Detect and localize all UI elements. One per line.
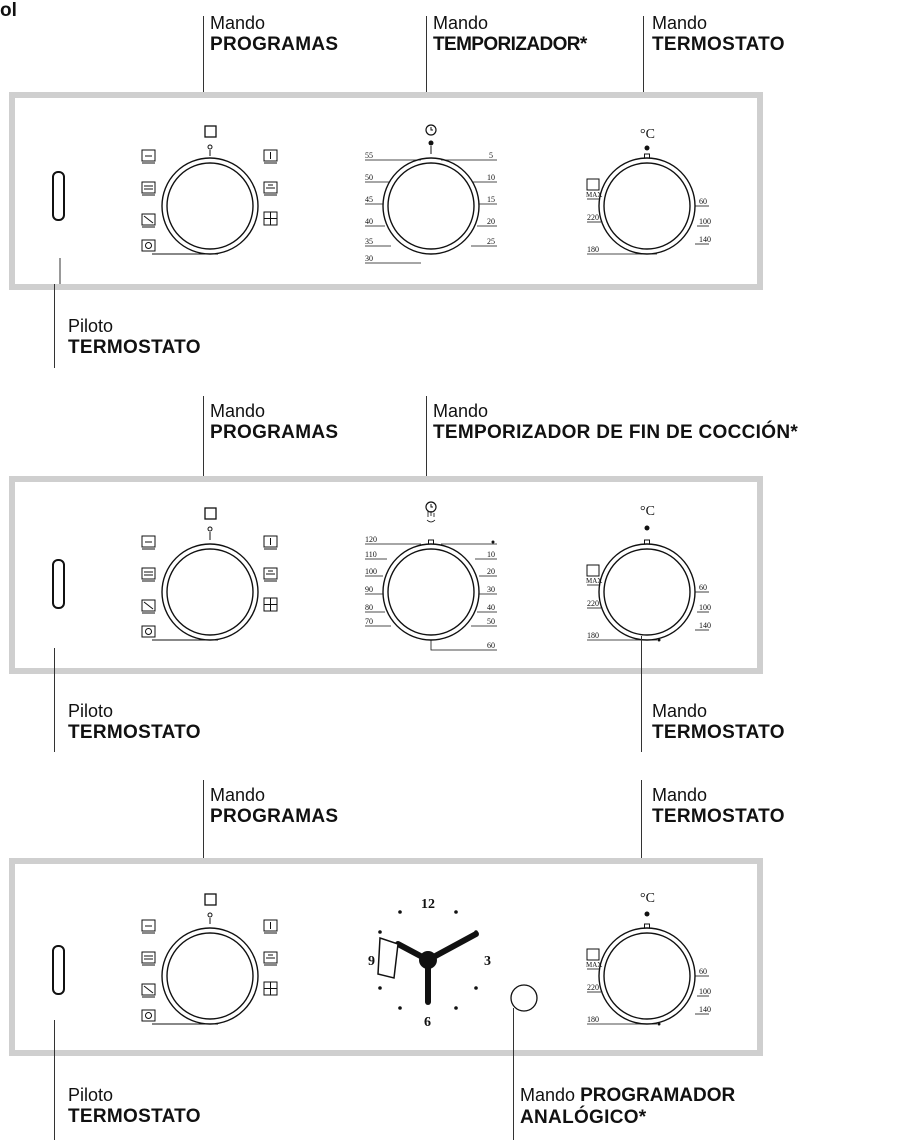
timer-tick-label: 10: [487, 173, 495, 182]
timer-tick-label: 120: [365, 535, 377, 544]
pilot-light: [52, 559, 65, 609]
off-square-icon: [204, 893, 217, 906]
thermostat-tick-label: 180: [587, 631, 599, 640]
thermostat-tick-label: 180: [587, 245, 599, 254]
thermostat-tick-label: 180: [587, 1015, 599, 1024]
off-square-icon: [204, 125, 217, 138]
clock-icon: [425, 124, 437, 136]
leader-line: [203, 16, 204, 104]
clock-number-9: 9: [368, 954, 375, 969]
leader-line: [54, 284, 55, 368]
panel-1-drawing: 55 50 45 40 35 30 5 10 15 20 25 °C: [52, 124, 711, 284]
timer-tick-label: 100: [365, 567, 377, 576]
clock-number-12: 12: [421, 897, 435, 912]
celsius-label: °C: [640, 504, 655, 519]
clock-hand-shield: [377, 936, 399, 979]
thermostat-tick-label: 140: [699, 1005, 711, 1014]
off-square-icon: [204, 507, 217, 520]
thermostat-tick-label: 220: [587, 983, 599, 992]
celsius-label: °C: [640, 891, 655, 906]
thermostat-tick-label: 220: [587, 599, 599, 608]
leader-line: [54, 1020, 55, 1140]
thermostat-tick-label: 140: [699, 235, 711, 244]
thermostat-tick-label: 100: [699, 987, 711, 996]
end-of-cooking-timer-knob: 120 110 100 90 80 70 10 20 30 40 50 60: [365, 501, 497, 651]
timer-tick-label: 80: [365, 603, 373, 612]
timer-tick-label: 5: [489, 151, 493, 160]
timer-tick-label: 50: [365, 173, 373, 182]
timer-tick-label: 10: [487, 550, 495, 559]
thermostat-knob: °C MAX 220 180 60 100 140: [586, 127, 711, 255]
leader-line: [513, 1008, 514, 1140]
programmer-knob: [510, 984, 538, 1012]
clock-number-6: 6: [424, 1015, 431, 1030]
hand-icon: [426, 511, 436, 523]
timer-tick-label: 30: [487, 585, 495, 594]
thermostat-max-label: MAX: [586, 961, 602, 969]
timer-tick-label: 30: [365, 254, 373, 263]
celsius-label: °C: [640, 127, 655, 142]
timer-knob: 55 50 45 40 35 30 5 10 15 20 25: [365, 124, 497, 264]
programs-knob: [141, 125, 278, 255]
leader-line: [54, 648, 55, 752]
thermostat-max-label: MAX: [586, 191, 602, 199]
leader-line: [426, 396, 427, 484]
oven-control-panel-3: 12 3 6 9 °C: [9, 858, 763, 1056]
leader-line: [203, 780, 204, 868]
thermostat-tick-label: 220: [587, 213, 599, 222]
leader-line: [643, 16, 644, 114]
timer-tick-label: 50: [487, 617, 495, 626]
thermostat-tick-label: 60: [699, 583, 707, 592]
timer-tick-label: 110: [365, 550, 377, 559]
programs-knob: [141, 893, 278, 1025]
programs-knob: [141, 507, 278, 641]
clock-number-3: 3: [484, 954, 491, 969]
timer-tick-label: 40: [365, 217, 373, 226]
timer-tick-label: 90: [365, 585, 373, 594]
oven-control-panel-1: 55 50 45 40 35 30 5 10 15 20 25 °C: [9, 92, 763, 290]
thermostat-tick-label: 100: [699, 217, 711, 226]
analog-clock: 12 3 6 9: [368, 897, 491, 1030]
timer-tick-label: 15: [487, 195, 495, 204]
leader-line: [426, 16, 427, 104]
timer-tick-label: 70: [365, 617, 373, 626]
timer-tick-label: 45: [365, 195, 373, 204]
leader-line: [641, 780, 642, 868]
thermostat-tick-label: 60: [699, 967, 707, 976]
leader-line: [203, 396, 204, 484]
thermostat-tick-label: 60: [699, 197, 707, 206]
thermostat-tick-label: 100: [699, 603, 711, 612]
timer-tick-label: 60: [487, 641, 495, 650]
corner-text: ol: [0, 0, 17, 21]
panel-2-drawing: 120 110 100 90 80 70 10 20 30 40 50 60 °…: [52, 501, 711, 651]
timer-tick-label: 25: [487, 237, 495, 246]
timer-tick-label: 35: [365, 237, 373, 246]
panel-3-drawing: 12 3 6 9 °C: [52, 891, 711, 1030]
leader-line: [641, 636, 642, 752]
pilot-light: [52, 945, 65, 995]
oven-control-panel-2: 120 110 100 90 80 70 10 20 30 40 50 60 °…: [9, 476, 763, 674]
timer-tick-label: 20: [487, 567, 495, 576]
timer-tick-label: 55: [365, 151, 373, 160]
timer-tick-label: 40: [487, 603, 495, 612]
thermostat-max-label: MAX: [586, 577, 602, 585]
thermostat-knob: °C MAX 220 180 60 100 140: [586, 891, 711, 1026]
thermostat-tick-label: 140: [699, 621, 711, 630]
timer-tick-label: 20: [487, 217, 495, 226]
pilot-light: [52, 171, 65, 221]
thermostat-knob: °C MAX 220 180 60 100 140: [586, 504, 711, 642]
